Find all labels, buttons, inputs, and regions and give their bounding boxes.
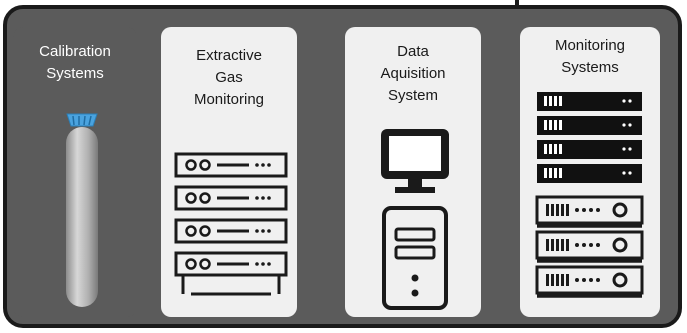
daq-title-line3: System	[387, 87, 438, 104]
extractive-panel: Extractive Gas Monitoring	[161, 27, 297, 317]
calibration-title: Calibration Systems	[13, 41, 137, 85]
computer-monitor-icon	[381, 129, 449, 193]
calibration-title-line1: Calibration	[39, 43, 111, 60]
server-unit-icon	[537, 92, 642, 183]
monitoring-title-line1: Monitoring	[554, 37, 626, 54]
desktop-tower-icon	[382, 206, 448, 310]
calibration-panel: Calibration Systems	[13, 27, 137, 317]
extractive-title-line2: Gas	[215, 69, 243, 86]
calibration-title-line2: Systems	[46, 65, 104, 82]
daq-panel: Data Aquisition System	[345, 27, 481, 317]
daq-title-line1: Data	[397, 43, 429, 60]
extractive-title-line3: Monitoring	[193, 91, 265, 108]
monitoring-panel: Monitoring Systems	[520, 27, 660, 317]
monitoring-title-line2: Systems	[561, 59, 619, 76]
extractive-title-line1: Extractive	[196, 47, 262, 64]
gas-cylinder-icon	[66, 113, 98, 307]
server-rack-icon	[174, 152, 288, 296]
top-connector	[515, 0, 519, 8]
daq-title: Data Aquisition System	[345, 41, 481, 107]
rack-unit-icon	[535, 195, 644, 298]
monitoring-title: Monitoring Systems	[520, 35, 660, 79]
daq-title-line2: Aquisition	[380, 65, 446, 82]
extractive-title: Extractive Gas Monitoring	[161, 45, 297, 111]
